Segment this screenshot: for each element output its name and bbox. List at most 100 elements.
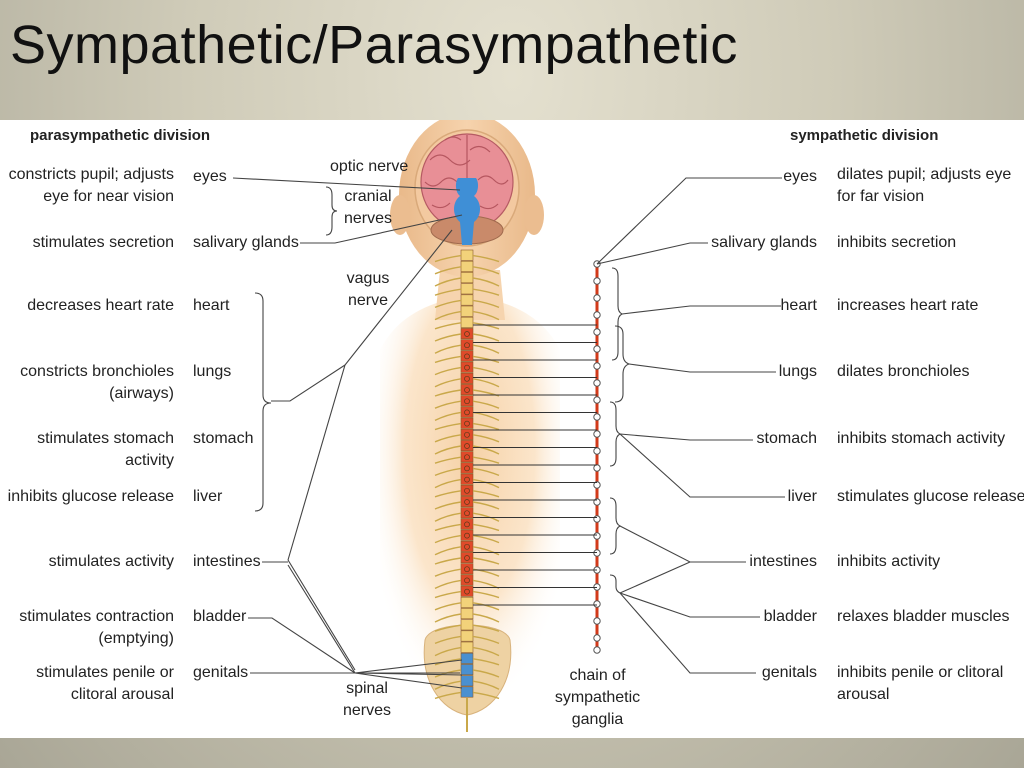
sympathetic-ganglion — [593, 379, 601, 387]
sympathetic-header: sympathetic division — [790, 127, 939, 144]
sympathetic-ganglion — [593, 464, 601, 472]
spinal-segment — [460, 552, 474, 564]
segment-ganglion — [464, 499, 470, 505]
spinal-segment — [460, 641, 474, 653]
spinal-nerve-branch — [472, 400, 500, 409]
spinal-nerve-branch — [434, 490, 462, 498]
leader-sym-bladder — [619, 592, 760, 618]
segment-ganglion — [464, 331, 470, 337]
sym-effect-bladder: relaxes bladder muscles — [837, 608, 1010, 625]
sym-organ-stomach: stomach — [756, 430, 817, 447]
spinal-nerve-branch — [434, 602, 462, 611]
spinal-nerve-branch — [434, 691, 462, 700]
spinal-nerve-branch — [472, 254, 500, 263]
cranial-nerves-brace — [325, 186, 338, 236]
brain-fold — [429, 154, 471, 166]
spinal-segment — [460, 395, 474, 407]
sympathetic-ganglion — [593, 294, 601, 302]
spinal-nerve-branch — [472, 467, 500, 477]
leader-sym-eyes — [596, 177, 782, 265]
spinal-nerve-branch — [472, 288, 500, 296]
leader-sym-lungs — [628, 363, 776, 373]
spinal-segment — [460, 260, 474, 272]
sym-effect-stomach: inhibits stomach activity — [837, 430, 1006, 447]
spinal-segment — [460, 350, 474, 362]
spinal-nerve-branch — [434, 411, 462, 422]
leader-para-intestines-spinal — [287, 559, 356, 671]
spinal-nerve-branch — [472, 366, 500, 376]
sym-organ-intestines: intestines — [749, 553, 817, 570]
spinal-nerve-branch — [472, 378, 500, 388]
spinal-nerve-branch — [472, 501, 500, 510]
diagram-panel: parasympathetic division sympathetic div… — [0, 120, 1024, 738]
segment-ganglion — [464, 364, 470, 371]
sym-organ-genitals: genitals — [761, 664, 817, 681]
spinal-segment — [460, 272, 474, 284]
spinal-nerve-branch — [434, 646, 462, 657]
para-organ-liver: liver — [193, 488, 223, 505]
brain-fold — [477, 175, 509, 185]
spinal-nerve-branch — [434, 478, 462, 489]
spinal-nerve-branch — [434, 512, 462, 522]
spinal-nerve-branch — [434, 624, 462, 632]
spinal-nerve-branch — [434, 635, 462, 645]
sympathetic-chain-label: chain of sympathetic ganglia — [554, 667, 641, 728]
segment-ganglion — [464, 532, 470, 539]
sympathetic-ganglion — [593, 600, 601, 608]
spinal-nerve-branch — [434, 422, 462, 431]
sym-organ-bladder: bladder — [763, 608, 817, 625]
sympathetic-ganglion — [593, 345, 601, 353]
spinal-segment — [460, 507, 474, 519]
spinal-segment — [460, 574, 474, 586]
spinal-nerve-branch — [434, 333, 462, 342]
spinal-nerve-branch — [434, 568, 462, 577]
spinal-nerve-branch — [472, 557, 500, 565]
spinal-nerve-branch — [472, 456, 500, 464]
leader-para-thoracic — [271, 364, 346, 402]
para-organ-intestines: intestines — [193, 553, 261, 570]
spinal-nerve-branch — [434, 680, 462, 690]
spinal-nerve-branch — [472, 613, 500, 623]
sympathetic-ganglion — [593, 532, 601, 540]
spinal-segment — [460, 428, 474, 440]
spinal-nerve-branch — [434, 546, 462, 556]
segment-ganglion — [464, 487, 470, 494]
spinal-nerve-branch — [434, 434, 462, 443]
para-effect-genitals: stimulates penile or clitoral arousal — [36, 664, 174, 703]
leader-para-bladder — [248, 617, 356, 674]
spinal-nerve-branch — [434, 400, 462, 409]
spinal-segment — [460, 484, 474, 496]
spinal-segment — [460, 339, 474, 351]
para-organ-bladder: bladder — [193, 608, 247, 625]
spinal-nerve-branch — [434, 344, 462, 354]
para-effect-stomach: stimulates stomach activity — [37, 430, 174, 469]
segment-ganglion — [464, 420, 470, 427]
spinal-nerve-branch — [472, 277, 500, 287]
spinal-segment — [460, 675, 474, 687]
leader-para-salivary — [300, 214, 463, 244]
leader-sym-heart — [621, 305, 781, 315]
sym-effect-lungs: dilates bronchioles — [837, 363, 970, 380]
sym-upper-thoracic-brace — [614, 325, 631, 403]
spinal-nerve-branch — [472, 266, 500, 275]
spinal-nerve-branch — [472, 422, 500, 431]
spinal-nerve-branch — [434, 277, 462, 287]
spinal-nerve-branch — [434, 322, 462, 330]
spinal-nerve-branch — [472, 646, 500, 657]
sympathetic-ganglion — [593, 413, 601, 421]
segment-ganglion — [464, 510, 470, 517]
sym-organ-lungs: lungs — [778, 363, 817, 380]
para-effect-heart: decreases heart rate — [27, 297, 174, 314]
spinal-nerve-link-3 — [354, 672, 463, 689]
segment-ganglion — [464, 342, 470, 349]
spinal-segment — [460, 540, 474, 552]
anatomy-drawing — [380, 120, 601, 738]
spinal-segment — [460, 686, 474, 698]
spinal-segment — [460, 518, 474, 530]
leader-para-intestines-spinal-2 — [287, 564, 356, 674]
para-organ-salivary: salivary glands — [193, 234, 299, 251]
vagus-nerve-label: vagus nerve — [346, 270, 390, 309]
segment-ganglion — [464, 454, 470, 461]
spinal-nerve-branch — [434, 366, 462, 376]
para-organ-genitals: genitals — [193, 664, 249, 681]
